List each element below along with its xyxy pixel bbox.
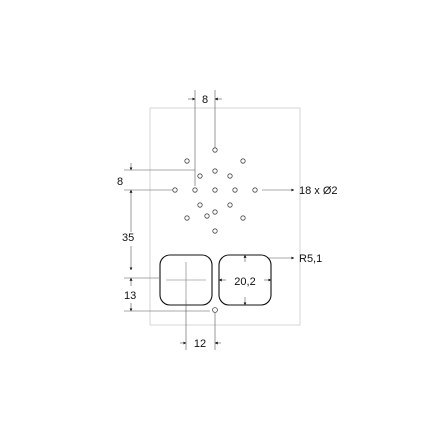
hole-callout-label: 18 x Ø2 bbox=[299, 185, 338, 197]
hole-18 bbox=[204, 213, 210, 219]
hole-3 bbox=[240, 158, 246, 164]
vertical-offset-label: 35 bbox=[122, 232, 134, 244]
hole-16 bbox=[240, 215, 246, 221]
top-spacing-label: 8 bbox=[202, 94, 208, 106]
hole-1 bbox=[212, 147, 218, 153]
lower-offset-label: 13 bbox=[124, 290, 136, 302]
horizontal-offset-dimension: 12 bbox=[180, 300, 221, 350]
lower-offset-dimension: 13 bbox=[124, 277, 210, 312]
cutout-right: 20,2 bbox=[218, 254, 272, 306]
hole-11 bbox=[252, 187, 258, 193]
hole-17 bbox=[212, 228, 218, 234]
hole-12 bbox=[197, 202, 203, 208]
corner-radius-label: R5,1 bbox=[299, 253, 322, 265]
left-spacing-dimension: 8 bbox=[117, 163, 195, 197]
hole-9 bbox=[212, 187, 218, 193]
hole-8 bbox=[192, 187, 198, 193]
hole-pattern bbox=[172, 147, 258, 234]
cutout-left bbox=[159, 254, 213, 306]
hole-4 bbox=[212, 168, 218, 174]
hole-5 bbox=[197, 173, 203, 179]
hole-13 bbox=[227, 202, 233, 208]
hole-15 bbox=[184, 215, 190, 221]
cutout-size-label: 20,2 bbox=[234, 276, 255, 288]
hole-6 bbox=[227, 173, 233, 179]
vertical-offset-dimension: 35 bbox=[122, 197, 134, 271]
hole-2 bbox=[184, 158, 190, 164]
radius-callout: R5,1 bbox=[268, 253, 322, 265]
hole-14 bbox=[212, 209, 218, 215]
horizontal-offset-label: 12 bbox=[194, 338, 206, 350]
panel-outline bbox=[149, 107, 301, 326]
left-spacing-label: 8 bbox=[117, 176, 123, 188]
hole-10 bbox=[232, 187, 238, 193]
hole-7 bbox=[172, 187, 178, 193]
hole-callout: 18 x Ø2 bbox=[262, 185, 338, 197]
